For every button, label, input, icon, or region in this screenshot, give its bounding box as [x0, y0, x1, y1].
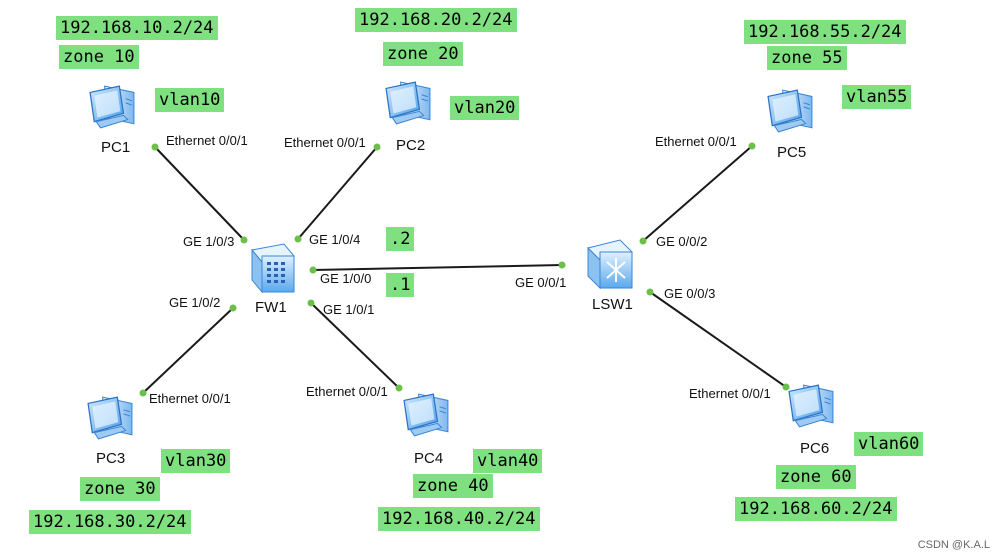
port-dot — [139, 389, 147, 397]
port-dot — [307, 299, 315, 307]
fw1-port-to-lsw1: GE 1/0/0 — [320, 271, 372, 286]
pc6-computer-icon[interactable] — [788, 384, 834, 428]
link-pc3-fw1 — [142, 307, 234, 394]
port-dot — [373, 143, 381, 151]
pc2-name: PC2 — [396, 137, 426, 154]
pc4-vlan-note: vlan40 — [473, 449, 543, 473]
pc3-name: PC3 — [96, 450, 126, 467]
port-dot — [782, 383, 790, 391]
pc4-computer-icon[interactable] — [403, 393, 449, 437]
port-dot — [639, 237, 647, 245]
fw1-name: FW1 — [255, 299, 287, 316]
port-dot — [558, 261, 566, 269]
link-lsw1-pc5 — [642, 145, 753, 242]
port-dot — [294, 235, 302, 243]
pc4-zone-note: zone 40 — [413, 474, 493, 498]
port-dot — [151, 143, 159, 151]
watermark: CSDN @K.A.L — [917, 539, 990, 551]
pc6-ip-note: 192.168.60.2/24 — [735, 497, 897, 521]
port-dot — [229, 304, 237, 312]
pc1-vlan-note: vlan10 — [155, 88, 225, 112]
pc4-name: PC4 — [414, 450, 444, 467]
link-lsw1-pc6 — [649, 291, 787, 388]
pc6-port-label: Ethernet 0/0/1 — [689, 386, 771, 401]
link-pc4-fw1 — [310, 302, 400, 389]
fw1-port-to-pc3: GE 1/0/2 — [169, 295, 221, 310]
link-pc2-fw1 — [297, 146, 378, 240]
fw-side-ip-note: .2 — [386, 227, 415, 251]
pc2-computer-icon[interactable] — [385, 81, 431, 125]
pc5-ip-note: 192.168.55.2/24 — [744, 20, 906, 44]
lsw1-port-to-pc5: GE 0/0/2 — [656, 234, 708, 249]
fw1-port-to-pc4: GE 1/0/1 — [323, 302, 375, 317]
pc5-computer-icon[interactable] — [767, 89, 813, 133]
pc1-zone-note: zone 10 — [59, 45, 139, 69]
lsw1-port-to-fw1: GE 0/0/1 — [515, 275, 567, 290]
fw1-port-to-pc2: GE 1/0/4 — [309, 232, 361, 247]
pc4-port-label: Ethernet 0/0/1 — [306, 384, 388, 399]
pc3-port-label: Ethernet 0/0/1 — [149, 391, 231, 406]
pc1-computer-icon[interactable] — [89, 85, 135, 129]
pc1-ip-note: 192.168.10.2/24 — [56, 16, 218, 40]
pc5-port-label: Ethernet 0/0/1 — [655, 134, 737, 149]
pc1-port-label: Ethernet 0/0/1 — [166, 133, 248, 148]
port-dot — [395, 384, 403, 392]
port-dot — [309, 266, 317, 274]
pc3-zone-note: zone 30 — [80, 477, 160, 501]
link-fw1-lsw1 — [312, 264, 563, 271]
lsw1-switch-icon[interactable] — [587, 239, 633, 290]
pc5-vlan-note: vlan55 — [842, 85, 912, 109]
port-dot — [748, 142, 756, 150]
fw1-port-to-pc1: GE 1/0/3 — [183, 234, 235, 249]
port-dot — [240, 236, 248, 244]
pc5-zone-note: zone 55 — [767, 46, 847, 70]
pc3-ip-note: 192.168.30.2/24 — [29, 510, 191, 534]
port-dot — [646, 288, 654, 296]
pc2-ip-note: 192.168.20.2/24 — [355, 8, 517, 32]
pc2-vlan-note: vlan20 — [450, 96, 520, 120]
pc4-ip-note: 192.168.40.2/24 — [378, 507, 540, 531]
pc1-name: PC1 — [101, 139, 131, 156]
pc2-port-label: Ethernet 0/0/1 — [284, 135, 366, 150]
fw1-firewall-icon[interactable] — [251, 243, 295, 294]
lsw1-port-to-pc6: GE 0/0/3 — [664, 286, 716, 301]
pc2-zone-note: zone 20 — [383, 42, 463, 66]
pc3-vlan-note: vlan30 — [161, 449, 231, 473]
pc5-name: PC5 — [777, 144, 807, 161]
pc3-computer-icon[interactable] — [87, 396, 133, 440]
pc6-name: PC6 — [800, 440, 830, 457]
lsw-side-ip-note: .1 — [386, 273, 415, 297]
pc6-zone-note: zone 60 — [776, 465, 856, 489]
pc6-vlan-note: vlan60 — [854, 432, 924, 456]
link-pc1-fw1 — [154, 146, 245, 241]
lsw1-name: LSW1 — [592, 296, 633, 313]
